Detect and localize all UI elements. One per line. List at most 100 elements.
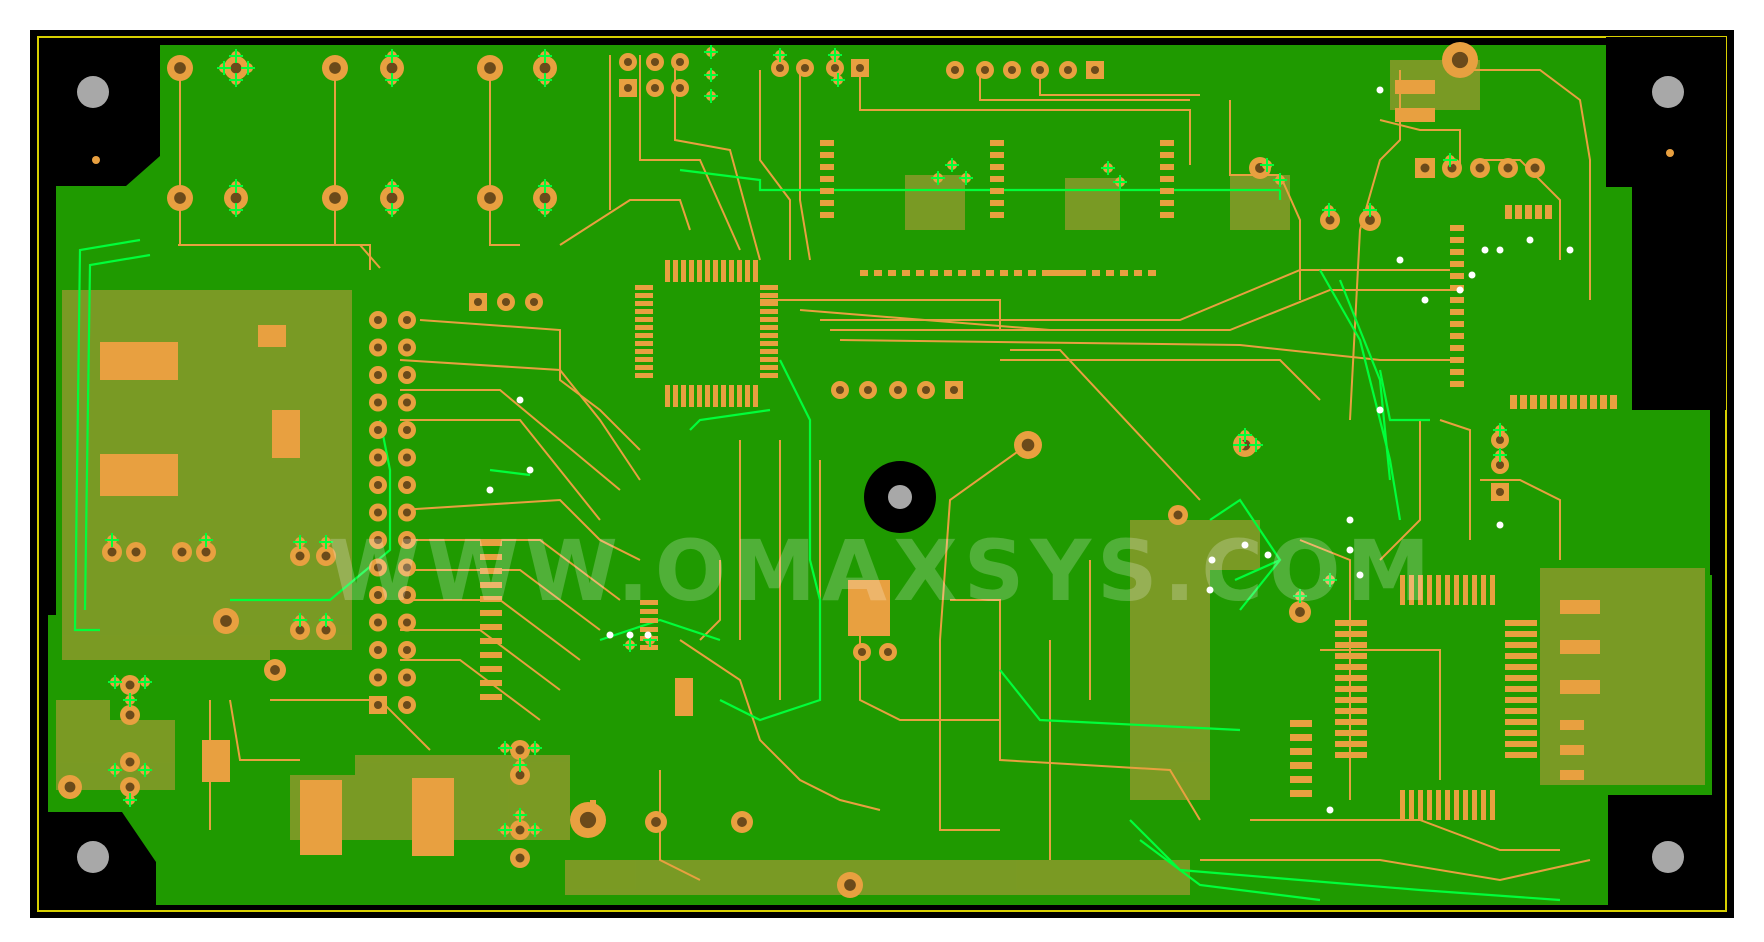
bottom-trace [689,408,771,431]
smd-pad [480,596,502,602]
smd-pad [902,270,910,276]
smd-pad [1450,345,1464,351]
copper-trace [1320,649,1441,780]
smd-pad [1510,395,1517,409]
smd-pad [745,385,750,407]
smd-pad [640,600,658,605]
smd-pad [944,270,952,276]
pad-hole [1173,510,1183,520]
copper-trace [950,599,1201,821]
via-marker [385,73,399,87]
copper-trace [1200,859,1591,882]
via-marker [319,613,333,627]
pad-hole [125,782,135,792]
smd-pad [1450,357,1464,363]
pad-hole [737,817,747,827]
smd-pad [480,568,502,574]
copper-trace [674,55,761,261]
micro-via [1264,551,1272,559]
copper-trace [559,199,691,246]
pad-hole [1325,215,1335,225]
mounting-hole [1652,841,1684,873]
smd-pad [1450,321,1464,327]
smd-pad [1106,270,1114,276]
smd-pad [1290,790,1312,797]
via-marker [513,808,527,822]
pad-hole [373,480,383,490]
micro-via [1326,806,1334,814]
micro-via [1456,286,1464,294]
pad-hole [107,547,117,557]
bottom-trace [1338,279,1392,481]
bottom-trace [719,359,822,722]
smd-pad [1560,680,1600,694]
smd-pad [760,309,778,314]
copper-trace [400,599,581,661]
via-marker [108,675,122,689]
via-marker [229,49,243,63]
via-marker [1293,589,1307,603]
smd-pad [1580,395,1587,409]
micro-via [1346,546,1354,554]
pad-hole [201,547,211,557]
smd-pad [1160,140,1174,146]
via-marker [528,823,542,837]
smd-pad [1335,642,1367,648]
smd-pad [1445,575,1450,605]
pad-hole [125,710,135,720]
copper-trace [1379,119,1461,170]
copper-trace [979,70,1190,101]
smd-pad [1560,395,1567,409]
pad-hole [64,781,76,793]
smd-pad [635,357,653,362]
pad-hole [980,65,990,75]
via-marker [704,68,718,82]
smd-pad [990,188,1004,194]
copper-trace [400,419,601,521]
smd-pad [1335,697,1367,703]
copper-trace [400,539,621,601]
copper-trace [1010,349,1201,501]
pad-rect [412,778,454,856]
hatched-zone-mid-top-3 [1230,175,1290,230]
smd-pad [1545,205,1552,219]
bottom-trace [230,419,392,602]
hatched-zone-right-connector [1540,568,1705,785]
pad-hole [373,700,383,710]
copper-trace [1439,419,1471,540]
smd-pad [713,385,718,407]
pad-hole [1420,163,1430,173]
pad-hole [402,315,412,325]
via-marker [528,741,542,755]
via-marker [831,73,845,87]
copper-trace [489,68,520,246]
copper-trace [799,70,811,261]
micro-via [1346,516,1354,524]
smd-pad [1450,369,1464,375]
pad-hole [321,551,331,561]
smd-pad [1540,395,1547,409]
smd-pad [1335,620,1367,626]
smd-pad [480,540,502,546]
smd-pad [820,164,834,170]
smd-pad [760,333,778,338]
smd-pad [737,385,742,407]
via-marker [229,179,243,193]
bottom-trace [1319,269,1402,521]
smd-pad [1454,575,1459,605]
smd-pad [480,582,502,588]
smd-pad [635,365,653,370]
pad-hole [373,535,383,545]
pad-hole [1035,65,1045,75]
pad-hole [1503,163,1513,173]
smd-pad [1490,790,1495,820]
pad-hole [230,192,242,204]
pad-hole [830,63,840,73]
smd-pad [745,260,750,282]
smd-pad [753,260,758,282]
smd-pad [1560,720,1584,730]
smd-pad [1560,770,1584,780]
pad-hole [270,665,280,675]
pad-hole [515,825,525,835]
copper-trace [400,389,621,491]
